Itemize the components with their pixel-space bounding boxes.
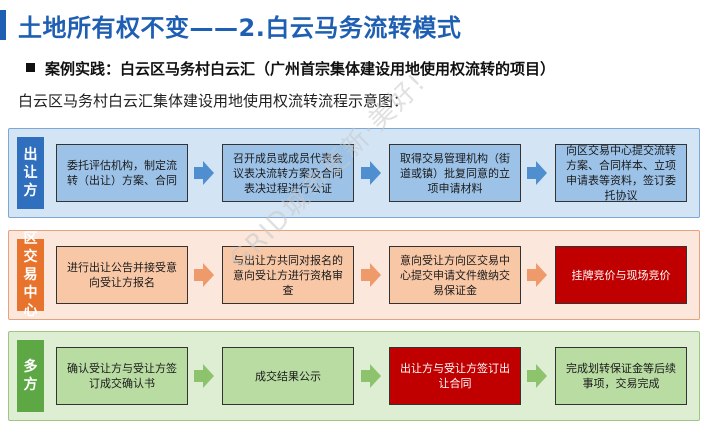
process-step-highlight: 挂牌竞价与现场竞价 [555, 246, 687, 304]
lane-role-label: 多方 [17, 340, 44, 412]
process-step: 确认受让方与受让方签订成交确认书 [56, 347, 188, 405]
page-title: 土地所有权不变——2.白云马务流转模式 [18, 14, 462, 42]
process-step: 召开成员或成员代表会议表决流转方案及合同表决过程进行公证 [222, 144, 354, 202]
arrow-right-icon [361, 263, 381, 287]
case-label: 案例实践：白云区马务村白云汇（广州首宗集体建设用地使用权流转的项目） [26, 58, 555, 79]
lane-role-label: 出让方 [17, 137, 44, 209]
process-step: 进行出让公告并接受意向受让方报名 [56, 246, 188, 304]
process-step: 向区交易中心提交流转方案、合同样本、立项申请表等资料，签订委托协议 [555, 144, 687, 202]
arrow-right-icon [194, 263, 214, 287]
arrow-right-icon [527, 263, 547, 287]
process-step: 取得交易管理机构（街道或镇）批复同意的立项申请材料 [389, 144, 521, 202]
arrow-right-icon [361, 364, 381, 388]
lane-seller: 出让方 委托评估机构，制定流转（出让）方案、合同 召开成员或成员代表会议表决流转… [8, 128, 700, 218]
process-step: 与出让方共同对报名的意向受让方进行资格审查 [222, 246, 354, 304]
arrow-right-icon [527, 364, 547, 388]
process-step-highlight: 出让方与受让方签订出让合同 [389, 347, 521, 405]
diagram-subtitle: 白云区马务村白云汇集体建设用地使用权流转流程示意图： [18, 92, 409, 110]
process-step: 委托评估机构，制定流转（出让）方案、合同 [56, 144, 188, 202]
arrow-right-icon [194, 364, 214, 388]
bullet-square-icon [26, 63, 35, 72]
case-label-text: 案例实践：白云区马务村白云汇（广州首宗集体建设用地使用权流转的项目） [45, 60, 556, 78]
arrow-right-icon [527, 161, 547, 185]
title-accent-bar [0, 10, 6, 40]
lane-role-label: 区交易中心 [17, 231, 44, 319]
process-step: 成交结果公示 [222, 347, 354, 405]
process-step: 完成划转保证金等后续事项，交易完成 [555, 347, 687, 405]
arrow-right-icon [361, 161, 381, 185]
lane-multi-party: 多方 确认受让方与受让方签订成交确认书 成交结果公示 出让方与受让方签订出让合同… [8, 331, 700, 421]
arrow-right-icon [194, 161, 214, 185]
process-step: 意向受让方向区交易中心提交申请文件缴纳交易保证金 [389, 246, 521, 304]
lane-exchange-center: 区交易中心 进行出让公告并接受意向受让方报名 与出让方共同对报名的意向受让方进行… [8, 230, 700, 320]
